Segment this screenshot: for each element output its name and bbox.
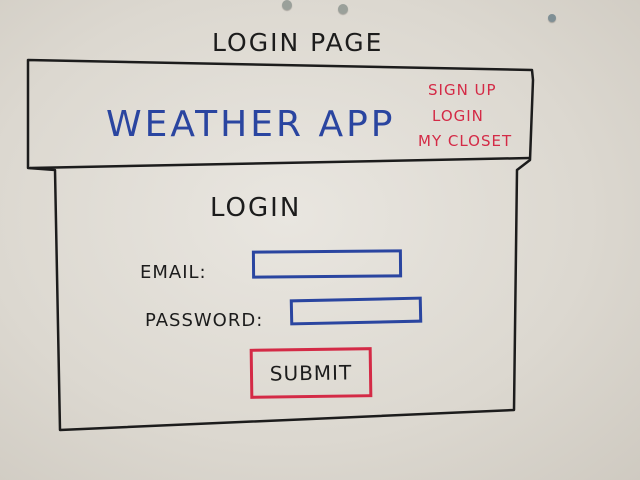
whiteboard-magnet bbox=[282, 0, 292, 10]
password-label: PASSWORD: bbox=[145, 310, 264, 331]
submit-button[interactable]: SUBMIT bbox=[249, 347, 373, 399]
login-form-heading: LOGIN bbox=[210, 193, 302, 223]
whiteboard-magnet bbox=[548, 14, 556, 22]
nav-link-sign-up[interactable]: SIGN UP bbox=[428, 81, 497, 99]
app-title: WEATHER APP bbox=[106, 104, 396, 145]
email-field[interactable] bbox=[251, 249, 403, 279]
header-divider bbox=[29, 156, 531, 170]
page-title: LOGIN PAGE bbox=[212, 28, 384, 57]
email-label: EMAIL: bbox=[140, 262, 207, 283]
nav-link-my-closet[interactable]: MY CLOSET bbox=[418, 132, 513, 150]
password-field[interactable] bbox=[289, 296, 423, 326]
nav-link-login[interactable]: LOGIN bbox=[432, 107, 484, 125]
whiteboard-magnet bbox=[338, 4, 348, 14]
